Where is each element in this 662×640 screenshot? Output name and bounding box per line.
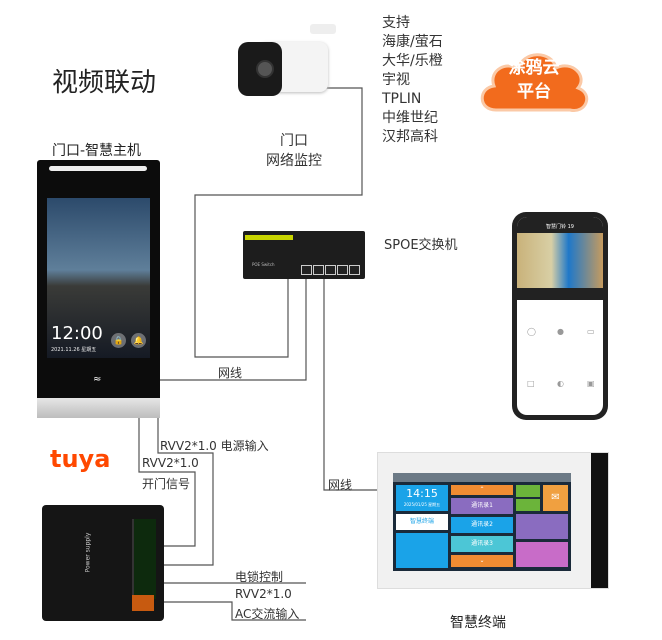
camera-snapshot-icon[interactable]: ◯ <box>527 327 536 336</box>
poe-switch: POE Switch <box>243 231 365 279</box>
gallery-icon[interactable]: ▣ <box>587 379 595 388</box>
panel-to-switch-cable <box>160 278 307 381</box>
scroll-down-button[interactable]: ⌄ <box>451 555 513 567</box>
light-bar <box>49 166 147 171</box>
switch-label: SPOE交换机 <box>384 238 458 253</box>
smart-terminal: 14:15 2025/01/25 星期五 智慧终端 ⌃ 通讯录1 通讯录2 通讯… <box>377 452 609 589</box>
contact-tile[interactable]: 通讯录1 <box>451 498 513 514</box>
door-signal-spec: RVV2*1.0 <box>142 456 199 470</box>
page-title: 视频联动 <box>52 68 157 98</box>
cloud-label-1: 涂鸦云 <box>508 58 560 78</box>
brand-item: 中维世纪 <box>382 110 438 126</box>
cloud-icon <box>480 53 589 112</box>
panel-date: 2021.11.26 星期五 <box>51 347 97 353</box>
scroll-up-button[interactable]: ⌃ <box>451 485 513 495</box>
ac-input-label: AC交流输入 <box>235 607 300 621</box>
security-tile[interactable] <box>516 499 540 511</box>
power-supply-unit: Power supply <box>42 505 164 621</box>
panel-clock: 12:00 <box>51 323 103 344</box>
terminal-label: 智慧终端 <box>450 615 506 631</box>
lock-control-label: 电锁控制 <box>235 570 284 584</box>
camera-label-2: 网络监控 <box>266 153 322 169</box>
message-icon[interactable]: ✉ <box>543 485 568 511</box>
net-cable-label-1: 网线 <box>218 366 243 380</box>
tuya-logo: tuya <box>50 437 122 481</box>
unlock-icon[interactable]: □ <box>527 379 535 388</box>
door-signal-wire <box>138 418 196 547</box>
door-panel-label: 门口-智慧主机 <box>52 143 142 159</box>
terminal-name-tile[interactable]: 智慧终端 <box>396 514 448 530</box>
brand-item: 大华/乐橙 <box>382 53 443 69</box>
psu-label: Power supply <box>84 532 92 573</box>
microphone-icon[interactable]: ● <box>557 327 564 336</box>
power-input-wire <box>157 418 214 566</box>
brand-item: 宇视 <box>382 72 410 88</box>
terminal-clock: 14:15 <box>406 487 438 500</box>
lock-icon: 🔒 <box>111 333 126 348</box>
brand-item: TPLIN <box>382 91 422 107</box>
smartphone-app: 智慧门铃 19 ◯ ● ▭ □ ◐ ▣ <box>512 212 608 420</box>
lock-tile[interactable] <box>516 485 540 497</box>
contact-tile[interactable]: 通讯录2 <box>451 517 513 533</box>
brand-item: 海康/萤石 <box>382 34 443 50</box>
wifi-icon: ≈ <box>93 374 102 385</box>
contact-tile[interactable]: 通讯录3 <box>451 536 513 552</box>
history-icon[interactable]: ◐ <box>557 379 564 388</box>
net-cable-label-2: 网线 <box>328 478 353 492</box>
bell-icon: 🔔 <box>131 333 146 348</box>
video-feed <box>517 233 603 288</box>
door-intercom-panel: 12:00 2021.11.26 星期五 🔒 🔔 ≈ <box>37 160 160 418</box>
brand-item: 汉邦高科 <box>382 129 438 145</box>
app-title: 智慧门铃 19 <box>517 217 603 233</box>
camera-label-1: 门口 <box>280 133 308 149</box>
camera-monitor-tile[interactable] <box>516 542 568 567</box>
terminal-date: 2025/01/25 星期五 <box>403 502 441 507</box>
tuya-wordmark: tuya <box>50 445 111 473</box>
cloud-label-2: 平台 <box>517 82 551 102</box>
panel-screen <box>47 198 150 358</box>
brand-item: 支持 <box>382 15 410 31</box>
switch-to-terminal-cable <box>323 278 377 491</box>
ac-input-wire <box>163 601 306 621</box>
record-icon[interactable]: ▭ <box>587 327 595 336</box>
ac-spec-label: RVV2*1.0 <box>235 587 292 601</box>
cloud-platform-label: 涂鸦云 平台 <box>474 56 594 104</box>
supported-brands: 支持 海康/萤石 大华/乐橙 宇视 TPLIN 中维世纪 汉邦高科 <box>382 14 443 147</box>
door-signal-label: 开门信号 <box>142 477 191 491</box>
phone-monitor-tile[interactable] <box>516 514 568 539</box>
switch-brand: POE Switch <box>252 262 275 267</box>
panel-base <box>37 398 160 418</box>
camera-to-switch-cable <box>194 87 363 358</box>
bullet-camera <box>238 22 338 97</box>
weather-tile[interactable] <box>396 533 448 568</box>
power-input-label: RVV2*1.0 电源输入 <box>160 439 269 453</box>
